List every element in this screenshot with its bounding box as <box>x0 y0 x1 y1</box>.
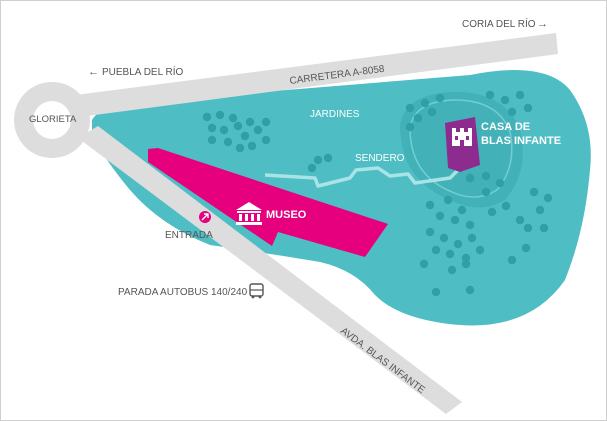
tree-dot <box>219 125 229 135</box>
tree-dot <box>507 255 517 265</box>
glorieta-center <box>33 101 71 139</box>
tree-dot <box>465 173 475 183</box>
tree-dot <box>240 131 250 141</box>
tree-dot <box>405 103 415 113</box>
tree-dot <box>323 153 333 163</box>
tree-dot <box>465 220 475 230</box>
museo-label: MUSEO <box>266 209 307 221</box>
puebla-arrow-icon: ← <box>88 66 99 78</box>
casa-label-line1: CASA DE <box>481 121 530 133</box>
tree-dot <box>521 243 531 253</box>
tree-dot <box>207 123 217 133</box>
parada-label: PARADA AUTOBUS 140/240 <box>118 287 248 298</box>
jardines-label: JARDINES <box>310 109 360 120</box>
tree-dot <box>465 285 475 295</box>
avda-road <box>78 126 462 414</box>
tree-dot <box>253 125 263 135</box>
museo-building <box>148 148 388 257</box>
entrance-arrow-icon <box>199 211 211 223</box>
tree-dot <box>443 195 453 205</box>
tree-dot <box>461 253 471 263</box>
tree-dot <box>435 93 445 103</box>
house-icon <box>452 128 472 146</box>
tree-dot <box>453 239 463 249</box>
tree-dot <box>439 233 449 243</box>
tree-dot <box>202 112 212 122</box>
tree-dot <box>420 98 430 108</box>
coria-arrow-icon: → <box>537 18 548 30</box>
tree-dot <box>457 205 467 215</box>
tree-dot <box>523 103 533 113</box>
tree-dot <box>228 113 238 123</box>
tree-dot <box>235 143 245 153</box>
tree-dot <box>487 207 497 217</box>
tree-dot <box>495 178 505 188</box>
tree-dot <box>223 137 233 147</box>
bus-icon <box>249 283 264 299</box>
tree-dot <box>313 155 323 165</box>
tree-dot <box>215 110 225 120</box>
tree-dot <box>467 233 477 243</box>
tree-dot <box>431 287 441 297</box>
tree-dot <box>500 95 510 105</box>
tree-dot <box>515 90 525 100</box>
tree-dot <box>447 265 457 275</box>
tree-dot <box>485 90 495 100</box>
tree-dot <box>481 187 491 197</box>
tree-dot <box>475 245 485 255</box>
tree-dot <box>261 117 271 127</box>
tree-dot <box>543 193 553 203</box>
tree-dot <box>233 121 243 131</box>
sendero-label: SENDERO <box>355 153 405 164</box>
tree-dot <box>427 107 437 117</box>
tree-dot <box>307 163 317 173</box>
tree-dot <box>535 205 545 215</box>
tree-dot <box>523 223 533 233</box>
tree-dot <box>245 117 255 127</box>
hill-contour-inner <box>409 99 513 198</box>
tree-dot <box>425 227 435 237</box>
tree-dot <box>425 200 435 210</box>
tree-dot <box>405 122 415 132</box>
entrada-label: ENTRADA <box>165 230 213 241</box>
glorieta-label: GLORIETA <box>29 114 77 125</box>
sendero-path <box>264 166 460 188</box>
tree-dot <box>539 223 549 233</box>
tree-dot <box>431 245 441 255</box>
trees <box>202 90 553 297</box>
tree-dot <box>445 249 455 259</box>
carretera-road <box>68 33 558 118</box>
tree-dot <box>413 113 423 123</box>
roads <box>14 33 558 414</box>
puebla-label: PUEBLA DEL RÍO <box>102 65 184 78</box>
tree-dot <box>435 211 445 221</box>
tree-dot <box>515 215 525 225</box>
tree-dot <box>507 107 517 117</box>
coria-label: CORIA DEL RÍO <box>462 17 536 30</box>
tree-dot <box>481 171 491 181</box>
casa-label-line2: BLAS INFANTE <box>481 135 561 147</box>
tree-dot <box>529 187 539 197</box>
tree-dot <box>450 215 460 225</box>
tree-dot <box>419 259 429 269</box>
museum-icon <box>236 202 262 225</box>
tree-dot <box>461 259 471 269</box>
tree-dot <box>261 135 271 145</box>
tree-dot <box>501 201 511 211</box>
tree-dot <box>207 135 217 145</box>
tree-dot <box>247 141 257 151</box>
